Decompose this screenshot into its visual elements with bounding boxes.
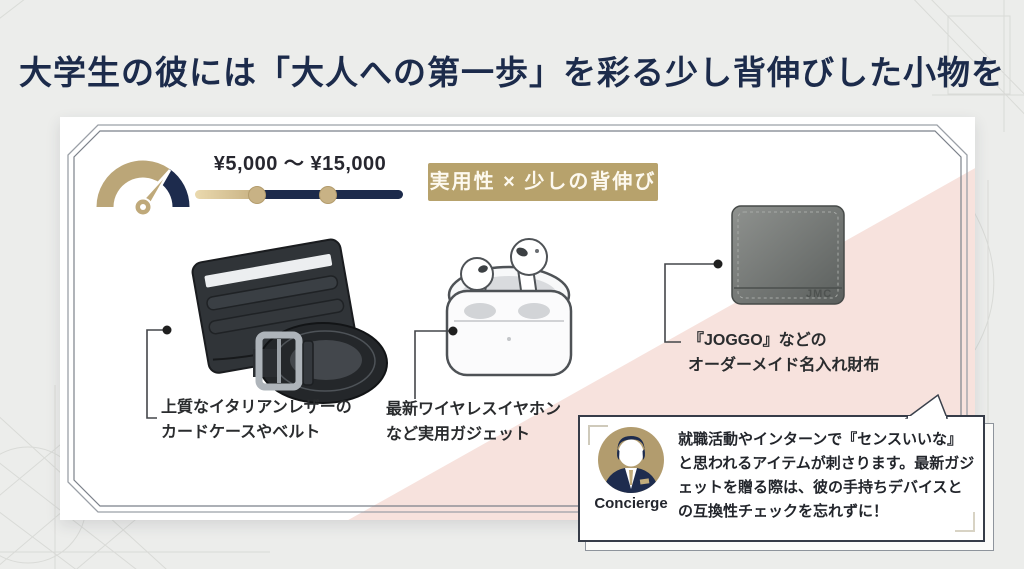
- recommendation-card: ¥5,000 ～ ¥15,000 実用性 × 少しの背伸び: [60, 117, 975, 520]
- item-label-card-case-belt: 上質なイタリアンレザーの カードケースやベルト: [161, 399, 352, 441]
- item-label-earphones: 最新ワイヤレスイヤホン など実用ガジェット: [386, 401, 562, 443]
- concept-badge: 実用性 × 少しの背伸び: [428, 163, 658, 201]
- price-range-label: ¥5,000 ～ ¥15,000: [213, 153, 387, 175]
- card-case-and-belt-icon: [191, 238, 388, 404]
- price-gauge-icon: [96, 160, 190, 217]
- price-range-slider: [195, 186, 403, 204]
- wallet-icon: JMC: [731, 205, 845, 305]
- slider-knob-min: [248, 186, 266, 204]
- belt-icon: [253, 322, 388, 404]
- concierge-person-icon: [598, 427, 664, 493]
- slider-knob-max: [319, 186, 337, 204]
- corner-bracket-bottom-right: [955, 512, 975, 532]
- connector-lines: [146, 259, 723, 419]
- corner-bracket-top-left: [588, 425, 608, 445]
- wallet-engraving: JMC: [806, 288, 832, 300]
- item-label-wallet: 『JOGGO』などの オーダーメイド名入れ財布: [688, 332, 880, 374]
- concierge-callout: Concierge 就職活動やインターンで『センスいいな』と思われるアイテムが刺…: [578, 415, 985, 542]
- concierge-message: 就職活動やインターンで『センスいいな』と思われるアイテムが刺さります。最新ガジェ…: [678, 431, 975, 520]
- earphones-icon: [445, 238, 573, 377]
- concierge-name: Concierge: [594, 495, 668, 512]
- speech-bubble-tail: [905, 393, 949, 419]
- page-title: 大学生の彼には「大人への第一歩」を彩る少し背伸びした小物を: [19, 56, 1005, 92]
- slider-track-low: [195, 190, 263, 199]
